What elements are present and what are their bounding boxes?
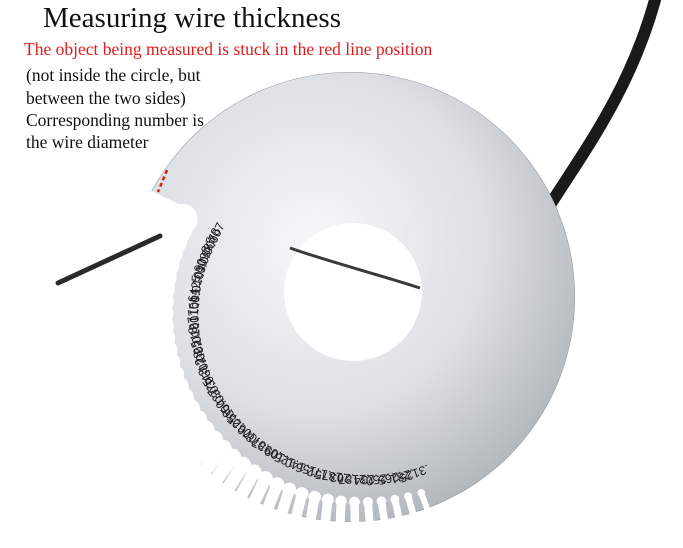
red-marker-line (156, 169, 169, 193)
gauge-size-label: .156 (294, 460, 321, 479)
gauge-size-label: .140 (283, 455, 310, 476)
instruction-line-3: Corresponding number is (26, 110, 204, 130)
gauge-size-label: .014 (187, 288, 202, 313)
instruction-line-1: (not inside the circle, but (26, 65, 201, 85)
thin-wire-center (289, 246, 421, 290)
gauge-size-label: .203 (330, 470, 355, 485)
instruction-red: The object being measured is stuck in th… (24, 39, 433, 59)
gauge-size-label: .234 (353, 472, 379, 488)
gauge-size-label: .0187 (185, 315, 205, 349)
gauge-size-label: .281 (389, 466, 416, 486)
instruction-line-4: the wire diameter (26, 132, 149, 152)
gauge-size-label: .0109 (189, 264, 206, 297)
gauge-size-label: .172 (306, 464, 332, 482)
instruction-line-2: between the two sides) (26, 88, 186, 108)
gauge-size-label: .1875 (314, 467, 347, 484)
gauge-size-label: .010 (191, 257, 209, 283)
gauge-size-label: .250 (365, 470, 391, 488)
thick-wire (542, 0, 661, 214)
gauge-size-label: .0125 (188, 274, 203, 306)
gauge-size-label: .0156 (186, 294, 203, 326)
wire-gauge-disc (124, 71, 576, 523)
gauge-size-label: .017 (185, 308, 203, 334)
page-title: Measuring wire thickness (43, 2, 341, 34)
gauge-size-label: .2187 (338, 472, 370, 487)
gauge-size-label: .265 (377, 469, 404, 488)
